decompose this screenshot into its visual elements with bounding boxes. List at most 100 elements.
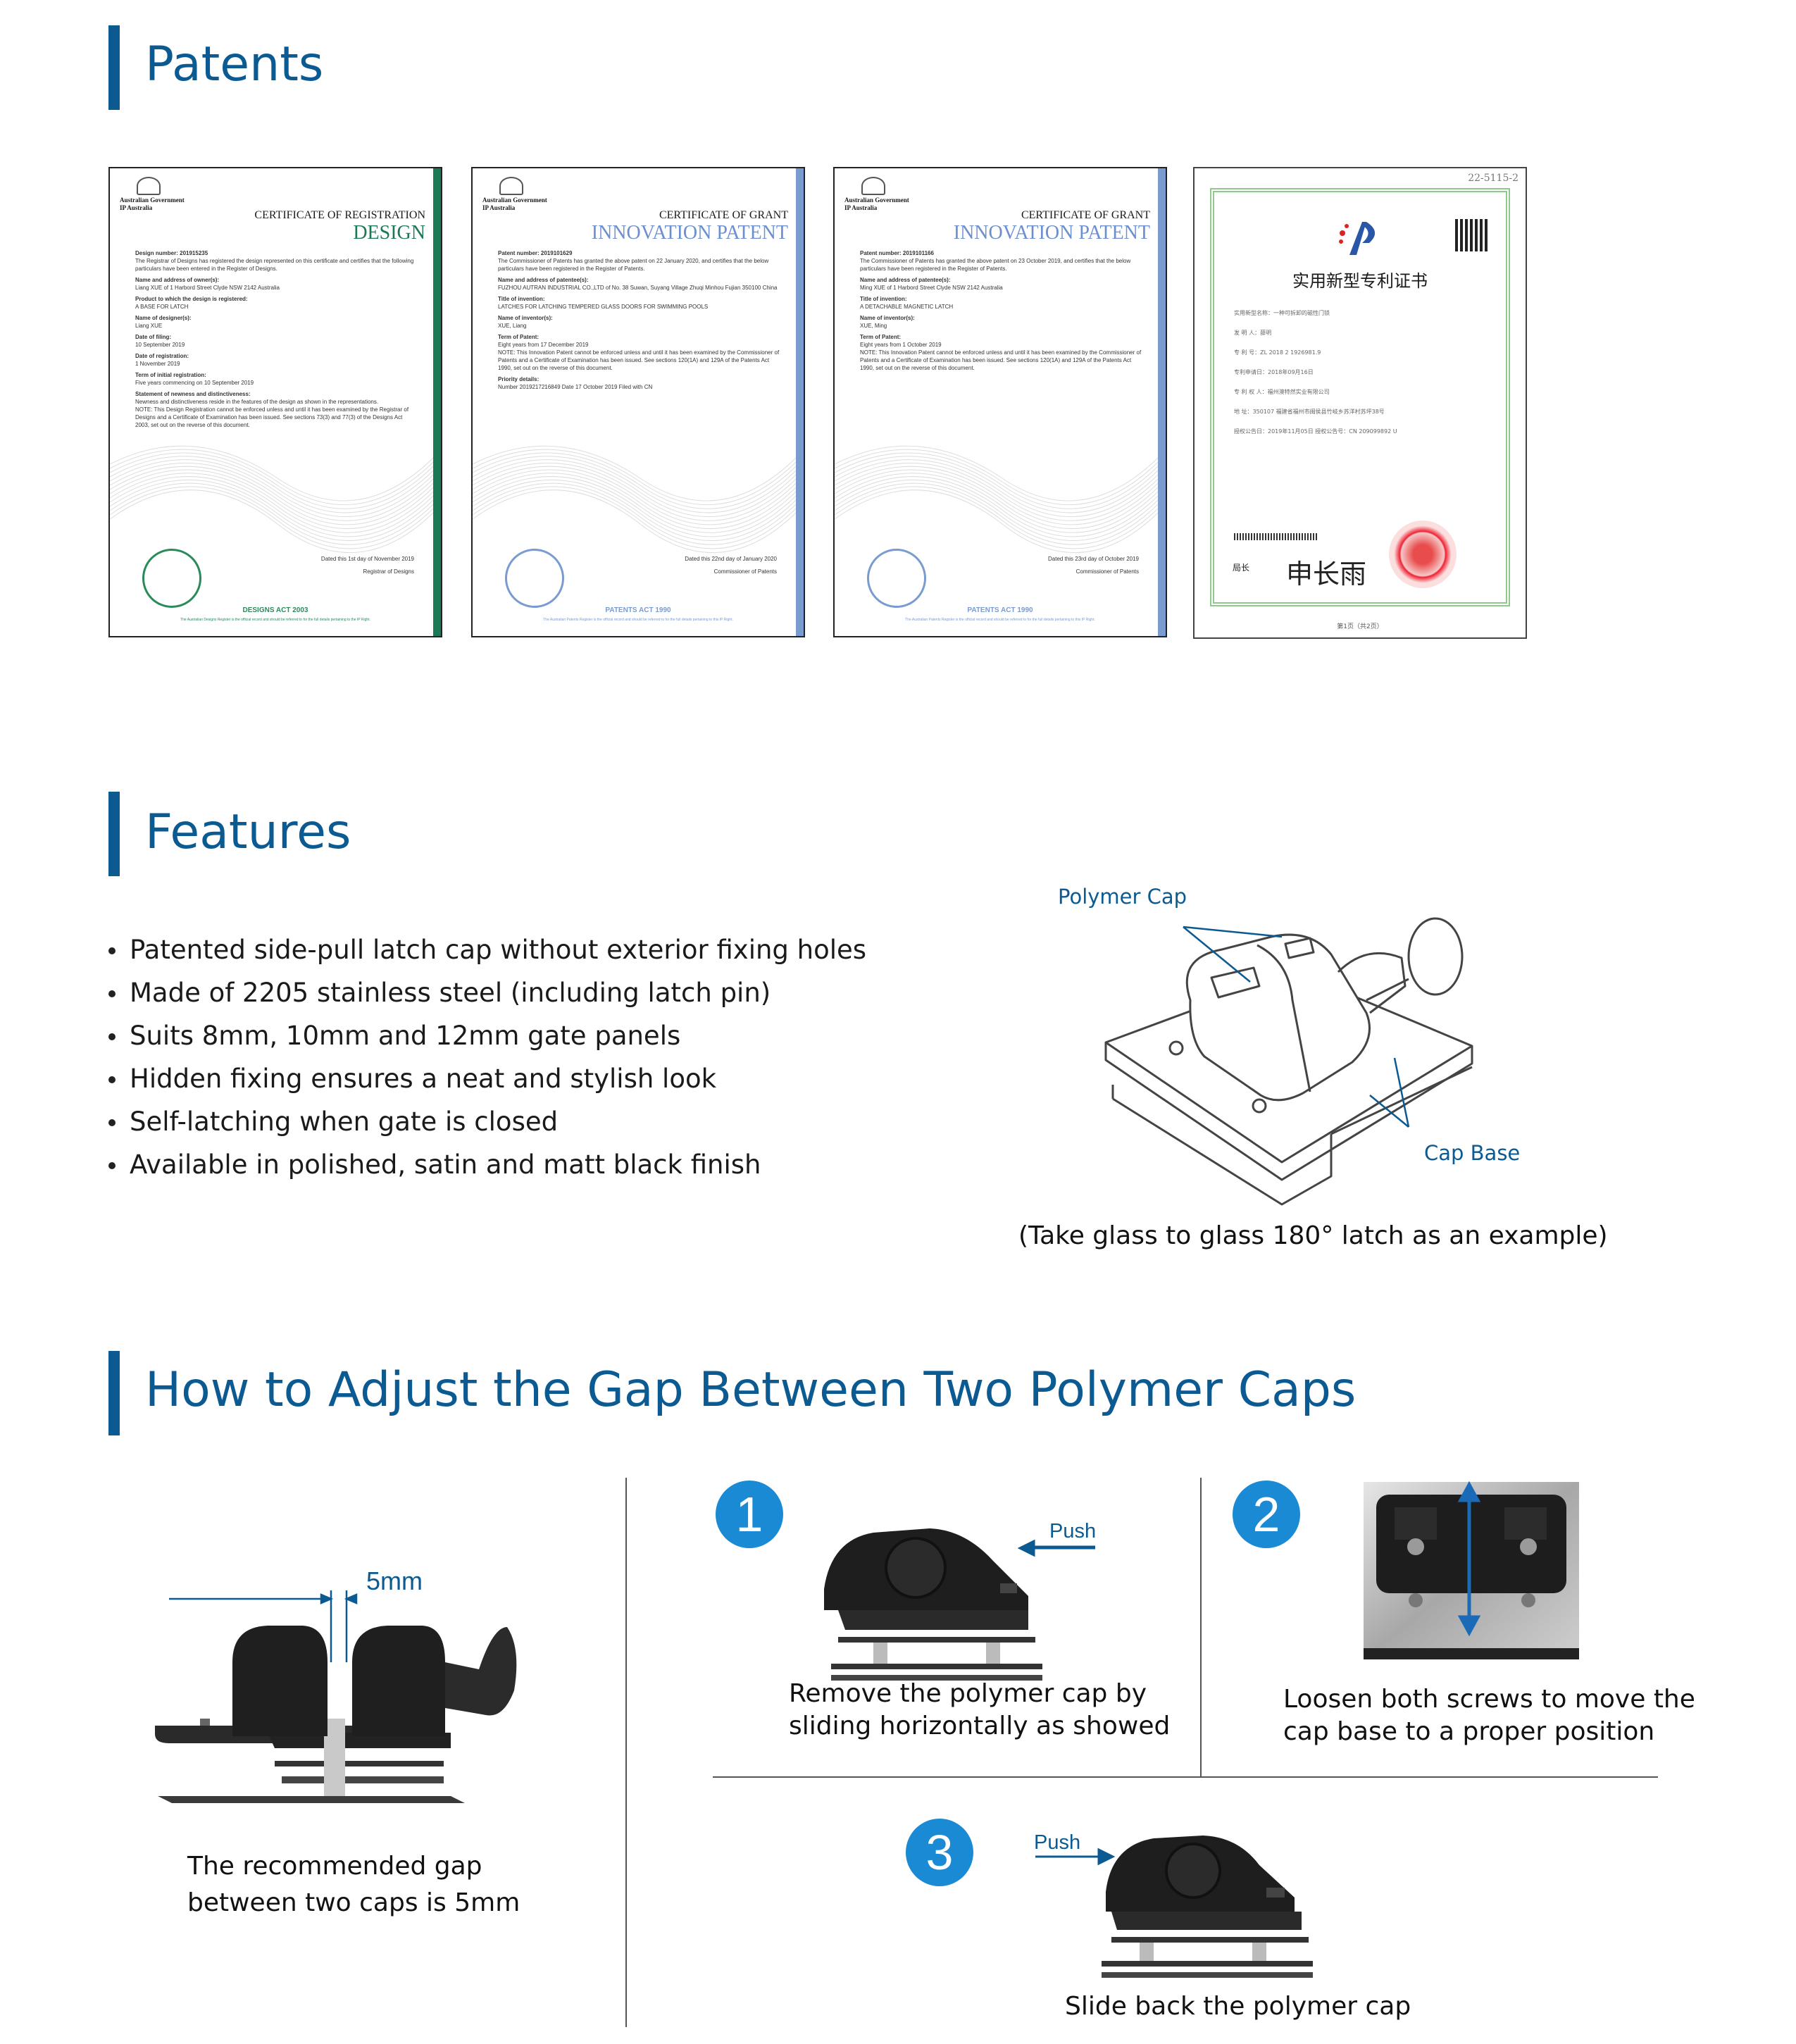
cert-field-label: Name of inventor(s): (498, 315, 553, 321)
step-2-caption-line: cap base to a proper position (1283, 1717, 1655, 1746)
cert-field-label: Design number: 201915235 (135, 250, 208, 256)
step-3-push-label: Push (1034, 1831, 1081, 1854)
cert-field-value: NOTE: This Design Registration cannot be… (135, 406, 409, 428)
cn-sign-label: 局长 (1233, 563, 1250, 573)
cert-field-value: The Commissioner of Patents has granted … (860, 258, 1131, 272)
gap-caption: The recommended gap between two caps is … (187, 1848, 520, 1921)
gap-caption-line: between two caps is 5mm (187, 1888, 520, 1917)
cert-field-label: Statement of newness and distinctiveness… (135, 391, 251, 397)
step-1-photo (824, 1528, 1095, 1681)
cert-field-label: Term of initial registration: (135, 372, 206, 378)
cert-title: CERTIFICATE OF GRANT (659, 209, 788, 221)
cert-subtitle: INNOVATION PATENT (953, 222, 1150, 244)
cert-field-value: The Registrar of Designs has registered … (135, 258, 414, 272)
feature-item: Self-latching when gate is closed (106, 1100, 866, 1143)
cn-signature: 申长雨 (1286, 559, 1367, 590)
step-2-photo (1364, 1481, 1579, 1659)
cn-certificate-page: 第1页（共2页） (1337, 623, 1383, 630)
step-1-push-label: Push (1049, 1520, 1097, 1543)
certificate-seal-icon (505, 549, 564, 608)
cert-field-label: Term of Patent: (498, 334, 540, 340)
feature-item: Patented side-pull latch cap without ext… (106, 928, 866, 971)
cert-field-value: 1 November 2019 (135, 361, 180, 367)
official-seal-icon (1389, 521, 1457, 588)
cert-title: CERTIFICATE OF REGISTRATION (254, 209, 425, 221)
divider-vertical-right (1200, 1478, 1202, 1776)
cert-field-label: Patent number: 2019101629 (498, 250, 573, 256)
cert-field-value: Eight years from 1 October 2019 (860, 342, 942, 348)
cert-field-value: 10 September 2019 (135, 342, 185, 348)
cert-issuer: Australian Government IP Australia (844, 197, 909, 212)
step-1-badge: 1 (716, 1481, 783, 1548)
cert-footer: The Australian Patents Register is the o… (543, 618, 733, 622)
certificate-edge-stripe (433, 168, 441, 636)
cn-line: 发 明 人：薛明 (1234, 330, 1272, 336)
feature-item: Available in polished, satin and matt bl… (106, 1143, 866, 1186)
cert-field-label: Name of designer(s): (135, 315, 192, 321)
step-3-badge: 3 (906, 1819, 973, 1886)
cn-line: 专 利 号：ZL 2018 2 1926981.9 (1234, 349, 1321, 356)
gap-caption-line: The recommended gap (187, 1852, 482, 1881)
patents-heading: Patents (145, 37, 324, 92)
step-2-badge: 2 (1233, 1481, 1300, 1548)
certificate-border (1210, 188, 1510, 606)
cert-org: IP Australia (844, 204, 878, 211)
cert-dated: Dated this 23rd day of October 2019 (1048, 556, 1139, 562)
australian-certificate: Australian Government IP Australia CERTI… (833, 167, 1167, 637)
cert-field-label: Name and address of owner(s): (135, 277, 220, 283)
cert-field-label: Title of invention: (498, 296, 545, 302)
cert-field-label: Term of Patent: (860, 334, 902, 340)
feature-item: Suits 8mm, 10mm and 12mm gate panels (106, 1014, 866, 1057)
australian-certificate: Australian Government IP Australia CERTI… (108, 167, 442, 637)
step-3-caption: Slide back the polymer cap (1065, 1992, 1411, 2021)
cert-title: CERTIFICATE OF GRANT (1021, 209, 1150, 221)
cn-line: 专 利 权 人：福州澳特然实业有限公司 (1234, 389, 1330, 395)
cert-signed: Dated this 23rd day of October 2019 Comm… (1048, 553, 1139, 578)
patents-section-bar (108, 25, 120, 110)
certificate-edge-stripe (1158, 168, 1166, 636)
cert-field-value: The Commissioner of Patents has granted … (498, 258, 769, 272)
cert-field-label: Patent number: 2019101166 (860, 250, 934, 256)
certificate-guilloche (473, 445, 804, 553)
adjust-heading: How to Adjust the Gap Between Two Polyme… (145, 1362, 1357, 1418)
step-2-caption: Loosen both screws to move the cap base … (1283, 1683, 1695, 1748)
cert-field-label: Name and address of patentee(s): (498, 277, 589, 283)
cert-field-value: A DETACHABLE MAGNETIC LATCH (860, 304, 954, 310)
features-list: Patented side-pull latch cap without ext… (106, 928, 866, 1186)
cert-issuer: Australian Government IP Australia (482, 197, 547, 212)
cn-certificate-lines: 实用新型名称：一种可拆卸的磁性门锁 发 明 人：薛明 专 利 号：ZL 2018… (1234, 304, 1495, 442)
cert-field-value: Ming XUE of 1 Harbord Street Clyde NSW 2… (860, 285, 1003, 291)
cert-org: IP Australia (482, 204, 516, 211)
cert-issuer: Australian Government IP Australia (120, 197, 185, 212)
cert-field-value: Number 2019217216849 Date 17 October 201… (498, 384, 653, 390)
cert-act: PATENTS ACT 1990 (967, 606, 1033, 614)
cert-org: IP Australia (120, 204, 153, 211)
cert-field-value: XUE, Ming (860, 323, 887, 329)
coat-of-arms-icon (499, 177, 523, 195)
cert-field-value: NOTE: This Innovation Patent cannot be e… (498, 349, 780, 371)
gap-measurement-label: 5mm (366, 1566, 423, 1595)
cert-field-label: Name of inventor(s): (860, 315, 915, 321)
certificate-seal-icon (142, 549, 201, 608)
cert-field-value: NOTE: This Innovation Patent cannot be e… (860, 349, 1142, 371)
australian-certificate: Australian Government IP Australia CERTI… (471, 167, 805, 637)
cert-signer: Registrar of Designs (363, 568, 414, 575)
polymer-cap-label: Polymer Cap (1058, 885, 1187, 909)
barcode-icon (1234, 533, 1318, 540)
adjust-section-bar (108, 1351, 120, 1435)
cert-field-label: Date of registration: (135, 353, 189, 359)
cn-certificate-title: 实用新型专利证书 (1292, 271, 1428, 291)
cn-line: 授权公告日：2019年11月05日 授权公告号：CN 209099892 U (1234, 428, 1397, 435)
cert-field-label: Priority details: (498, 376, 540, 382)
certificate-guilloche (835, 445, 1166, 553)
cert-field-value: Five years commencing on 10 September 20… (135, 380, 254, 386)
feature-item: Hidden fixing ensures a neat and stylish… (106, 1057, 866, 1100)
features-heading: Features (145, 804, 351, 860)
step-3-photo (1035, 1836, 1313, 1978)
coat-of-arms-icon (861, 177, 885, 195)
cert-act: DESIGNS ACT 2003 (242, 606, 308, 614)
certificate-edge-stripe (796, 168, 804, 636)
